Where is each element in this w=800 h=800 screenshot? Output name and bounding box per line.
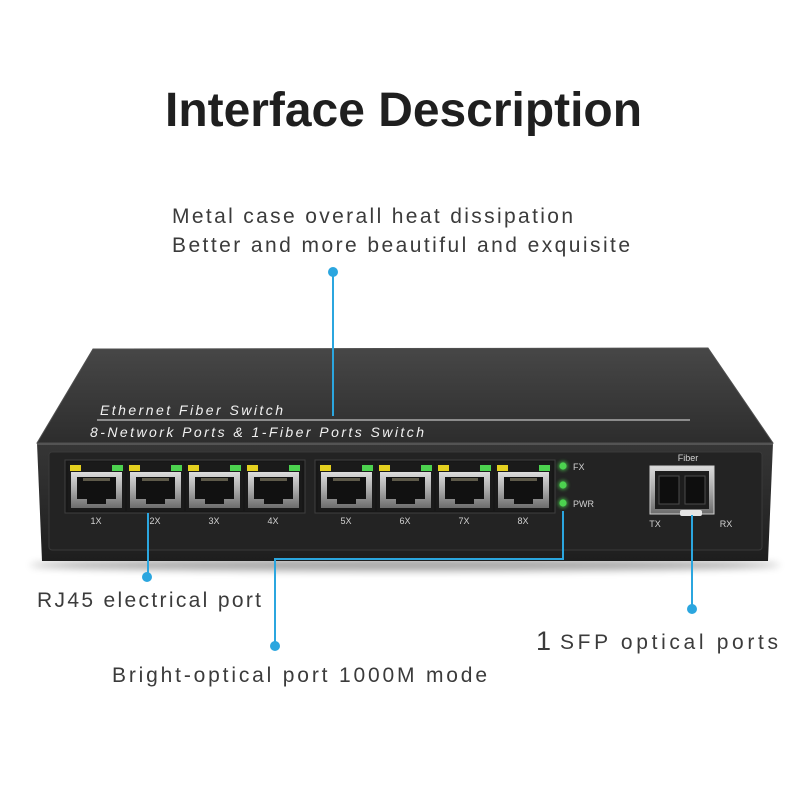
port-label: 4X [267,516,278,526]
fx-label: FX [573,462,585,472]
rj45-port: 3X [186,462,243,526]
port-led-green [480,465,491,471]
fx-led [559,462,567,470]
port-contacts [83,478,110,481]
port-opening [504,477,543,504]
sfp-callout-dot [687,604,697,614]
case-callout-line1: Metal case overall heat dissipation [172,205,573,228]
sfp-rx-opening [684,475,706,505]
rj45-callout-dot [142,572,152,582]
bright-optical-callout-dot [270,641,280,651]
link-led [559,481,567,489]
rj45-ports: 1X 2X 3X 4X 5X 6X 7X 8X [68,462,552,526]
sfp-rx-label: RX [720,519,733,529]
rj45-callout-label: RJ45 electrical port [37,589,261,612]
port-led-yellow [379,465,390,471]
port-led-yellow [129,465,140,471]
port-opening [327,477,366,504]
port-label: 2X [149,516,160,526]
port-contacts [333,478,360,481]
port-led-green [362,465,373,471]
pwr-label: PWR [573,499,594,509]
port-opening [386,477,425,504]
port-led-yellow [320,465,331,471]
sfp-port: Fiber TX RX [649,453,732,529]
port-opening [195,477,234,504]
rj45-port: 4X [245,462,302,526]
sfp-callout-count: 1 [536,626,551,656]
fiber-switch: Ethernet Fiber Switch 8-Network Ports & … [36,347,774,561]
port-led-green [230,465,241,471]
port-led-green [421,465,432,471]
port-led-green [112,465,123,471]
port-label: 3X [208,516,219,526]
device-name: Ethernet Fiber Switch [100,402,283,418]
case-callout-dot [328,267,338,277]
port-opening [445,477,484,504]
bright-optical-callout-line [274,511,564,646]
status-indicators: FX PWR [558,461,594,509]
port-led-yellow [188,465,199,471]
rj45-port: 1X [68,462,125,526]
page-title: Interface Description [165,84,642,137]
rj45-port: 5X [318,462,375,526]
bright-optical-callout-label: Bright-optical port 1000M mode [112,664,487,687]
port-contacts [392,478,419,481]
sfp-tx-label: TX [649,519,661,529]
rj45-port: 6X [377,462,434,526]
port-label: 8X [517,516,528,526]
port-opening [77,477,116,504]
port-label: 6X [399,516,410,526]
port-led-green [171,465,182,471]
port-led-yellow [497,465,508,471]
port-contacts [510,478,537,481]
port-label: 7X [458,516,469,526]
port-label: 5X [340,516,351,526]
port-opening [136,477,175,504]
port-contacts [142,478,169,481]
switch-top-face [36,347,774,444]
port-led-yellow [247,465,258,471]
case-callout-line2: Better and more beautiful and exquisite [172,234,630,257]
port-led-yellow [70,465,81,471]
port-label: 1X [90,516,101,526]
port-opening [254,477,293,504]
pwr-led [559,499,567,507]
sfp-title: Fiber [678,453,699,463]
sfp-tx-opening [658,475,680,505]
sfp-callout-label: SFP optical ports [560,631,778,654]
port-led-green [539,465,550,471]
device-description: 8-Network Ports & 1-Fiber Ports Switch [90,424,424,440]
rj45-port: 2X [127,462,184,526]
device-shadow [30,559,780,571]
port-contacts [260,478,287,481]
port-contacts [451,478,478,481]
port-contacts [201,478,228,481]
sfp-latch [680,510,702,516]
port-led-yellow [438,465,449,471]
rj45-port: 7X [436,462,493,526]
port-led-green [289,465,300,471]
rj45-port: 8X [495,462,552,526]
